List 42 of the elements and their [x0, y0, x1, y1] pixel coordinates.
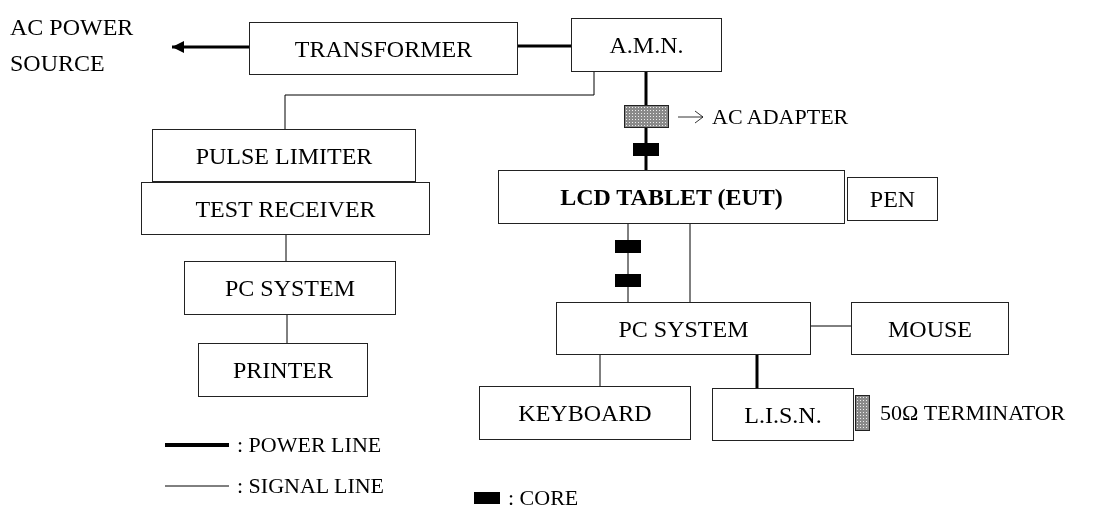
box-label: KEYBOARD: [518, 399, 652, 428]
node-text: AC POWER SOURCE: [10, 13, 135, 78]
process-box: [249, 22, 518, 75]
connector-line: [285, 234, 287, 262]
hatched-block: [855, 395, 870, 431]
connector-line: [755, 355, 759, 388]
process-box: [712, 388, 854, 441]
legend-text: : POWER LINE: [237, 432, 382, 458]
process-box: [498, 170, 845, 224]
process-box: [141, 182, 430, 235]
connector-line: [599, 354, 601, 387]
box-label: L.I.S.N.: [744, 400, 822, 430]
node-caption: AC ADAPTER: [712, 104, 849, 130]
legend-text: : CORE: [508, 485, 579, 510]
arrow: [172, 41, 249, 53]
box-label: PULSE LIMITER: [195, 141, 373, 171]
node-caption: 50Ω TERMINATOR: [880, 400, 1066, 426]
connector-line: [810, 325, 852, 327]
process-box: [851, 302, 1009, 355]
box-label: MOUSE: [888, 314, 972, 344]
process-box: [152, 129, 416, 182]
legend-text: : SIGNAL LINE: [237, 473, 385, 499]
process-box: [198, 343, 368, 397]
box-label: PC SYSTEM: [618, 314, 749, 344]
box-label: PEN: [869, 185, 916, 214]
box-label: LCD TABLET (EUT): [560, 183, 783, 212]
box-label: PRINTER: [233, 356, 333, 385]
box-label: TRANSFORMER: [294, 34, 473, 64]
connector-line: [284, 71, 595, 130]
process-box: [571, 18, 722, 72]
box-label: TEST RECEIVER: [195, 194, 376, 224]
box-label: PC SYSTEM: [224, 274, 355, 303]
process-box: [847, 177, 938, 221]
process-box: [556, 302, 811, 355]
connector-line: [518, 44, 571, 48]
connector-line: [689, 223, 691, 303]
box-label: A.M.N.: [609, 31, 684, 60]
connector-line: [286, 314, 288, 344]
process-box: [479, 386, 691, 440]
hatched-block: [624, 105, 669, 128]
process-box: [184, 261, 396, 315]
connector-line: [644, 72, 648, 105]
